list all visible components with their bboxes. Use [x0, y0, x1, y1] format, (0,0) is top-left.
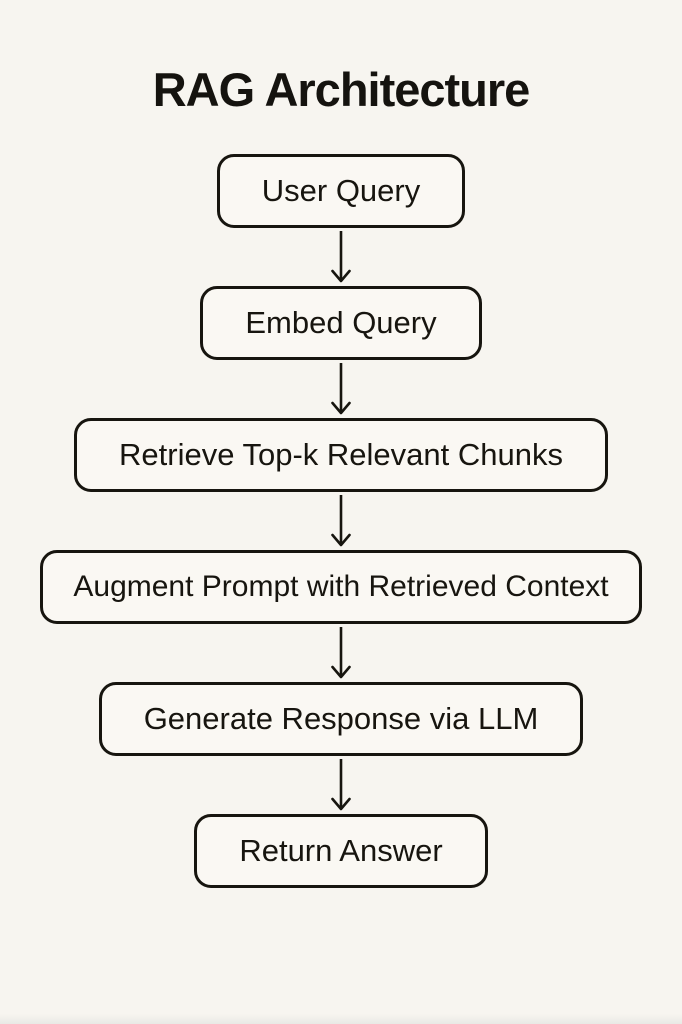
flow-node-user-query: User Query — [216, 153, 466, 228]
flow-node-label: Generate Response via LLM — [143, 700, 539, 736]
flow-node-label: Return Answer — [239, 832, 443, 868]
flow-node-label: User Query — [261, 172, 421, 208]
flow-node-embed-query: Embed Query — [200, 285, 482, 360]
flow-node-label: Augment Prompt with Retrieved Context — [73, 569, 609, 603]
flow-node-return-answer: Return Answer — [194, 813, 488, 888]
diagram-title: RAG Architecture — [152, 63, 531, 116]
flow-node-label: Embed Query — [245, 304, 437, 340]
flow-node-augment-prompt: Augment Prompt with Retrieved Context — [40, 549, 642, 624]
arrow-down-icon — [328, 756, 354, 814]
arrow-down-icon — [328, 228, 354, 286]
arrow-down-icon — [328, 360, 354, 418]
arrow-down-icon — [328, 624, 354, 682]
flow-node-label: Retrieve Top-k Relevant Chunks — [119, 436, 563, 472]
flow-node-generate-response: Generate Response via LLM — [98, 681, 584, 756]
flow-node-retrieve-chunks: Retrieve Top-k Relevant Chunks — [74, 417, 608, 492]
arrow-down-icon — [328, 492, 354, 550]
